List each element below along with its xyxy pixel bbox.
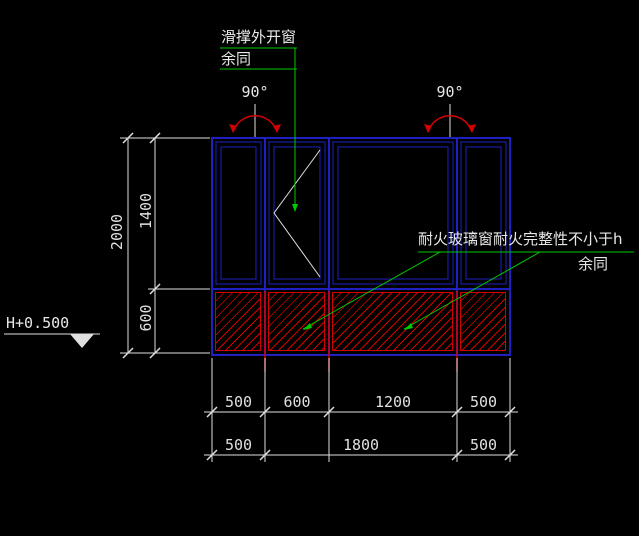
dim-bottom1-1200: 1200 <box>374 393 412 411</box>
opening-direction-symbol <box>273 149 321 278</box>
dim-bottom1-600: 600 <box>283 393 311 411</box>
dim-total-height: 2000 <box>108 213 126 251</box>
leader-lines <box>220 47 634 330</box>
window-frame <box>211 137 511 356</box>
level-label: H+0.500 <box>6 314 70 332</box>
dim-bottom2-500b: 500 <box>469 436 498 454</box>
fire-glass-panel-4 <box>460 292 506 351</box>
dimension-lines <box>120 132 518 462</box>
dim-bottom1-500b: 500 <box>469 393 498 411</box>
fire-glass-panel-1 <box>215 292 261 351</box>
angle-label-left: 90° <box>241 83 269 101</box>
fire-glass-note: 余同 <box>578 255 609 273</box>
level-symbol <box>4 333 100 348</box>
dim-lower-height: 600 <box>137 304 155 332</box>
angle-arc-left <box>229 104 281 137</box>
window-type-note: 余同 <box>221 50 252 68</box>
dim-bottom2-1800: 1800 <box>342 436 380 454</box>
dim-upper-height: 1400 <box>137 192 155 230</box>
fire-glass-label: 耐火玻璃窗耐火完整性不小于h <box>418 230 623 248</box>
angle-label-right: 90° <box>436 83 464 101</box>
dim-bottom1-500a: 500 <box>224 393 253 411</box>
red-mullion-lines <box>264 291 458 372</box>
angle-arc-right <box>424 104 476 137</box>
window-type-label: 滑撑外开窗 <box>221 28 297 46</box>
dim-bottom2-500a: 500 <box>224 436 253 454</box>
